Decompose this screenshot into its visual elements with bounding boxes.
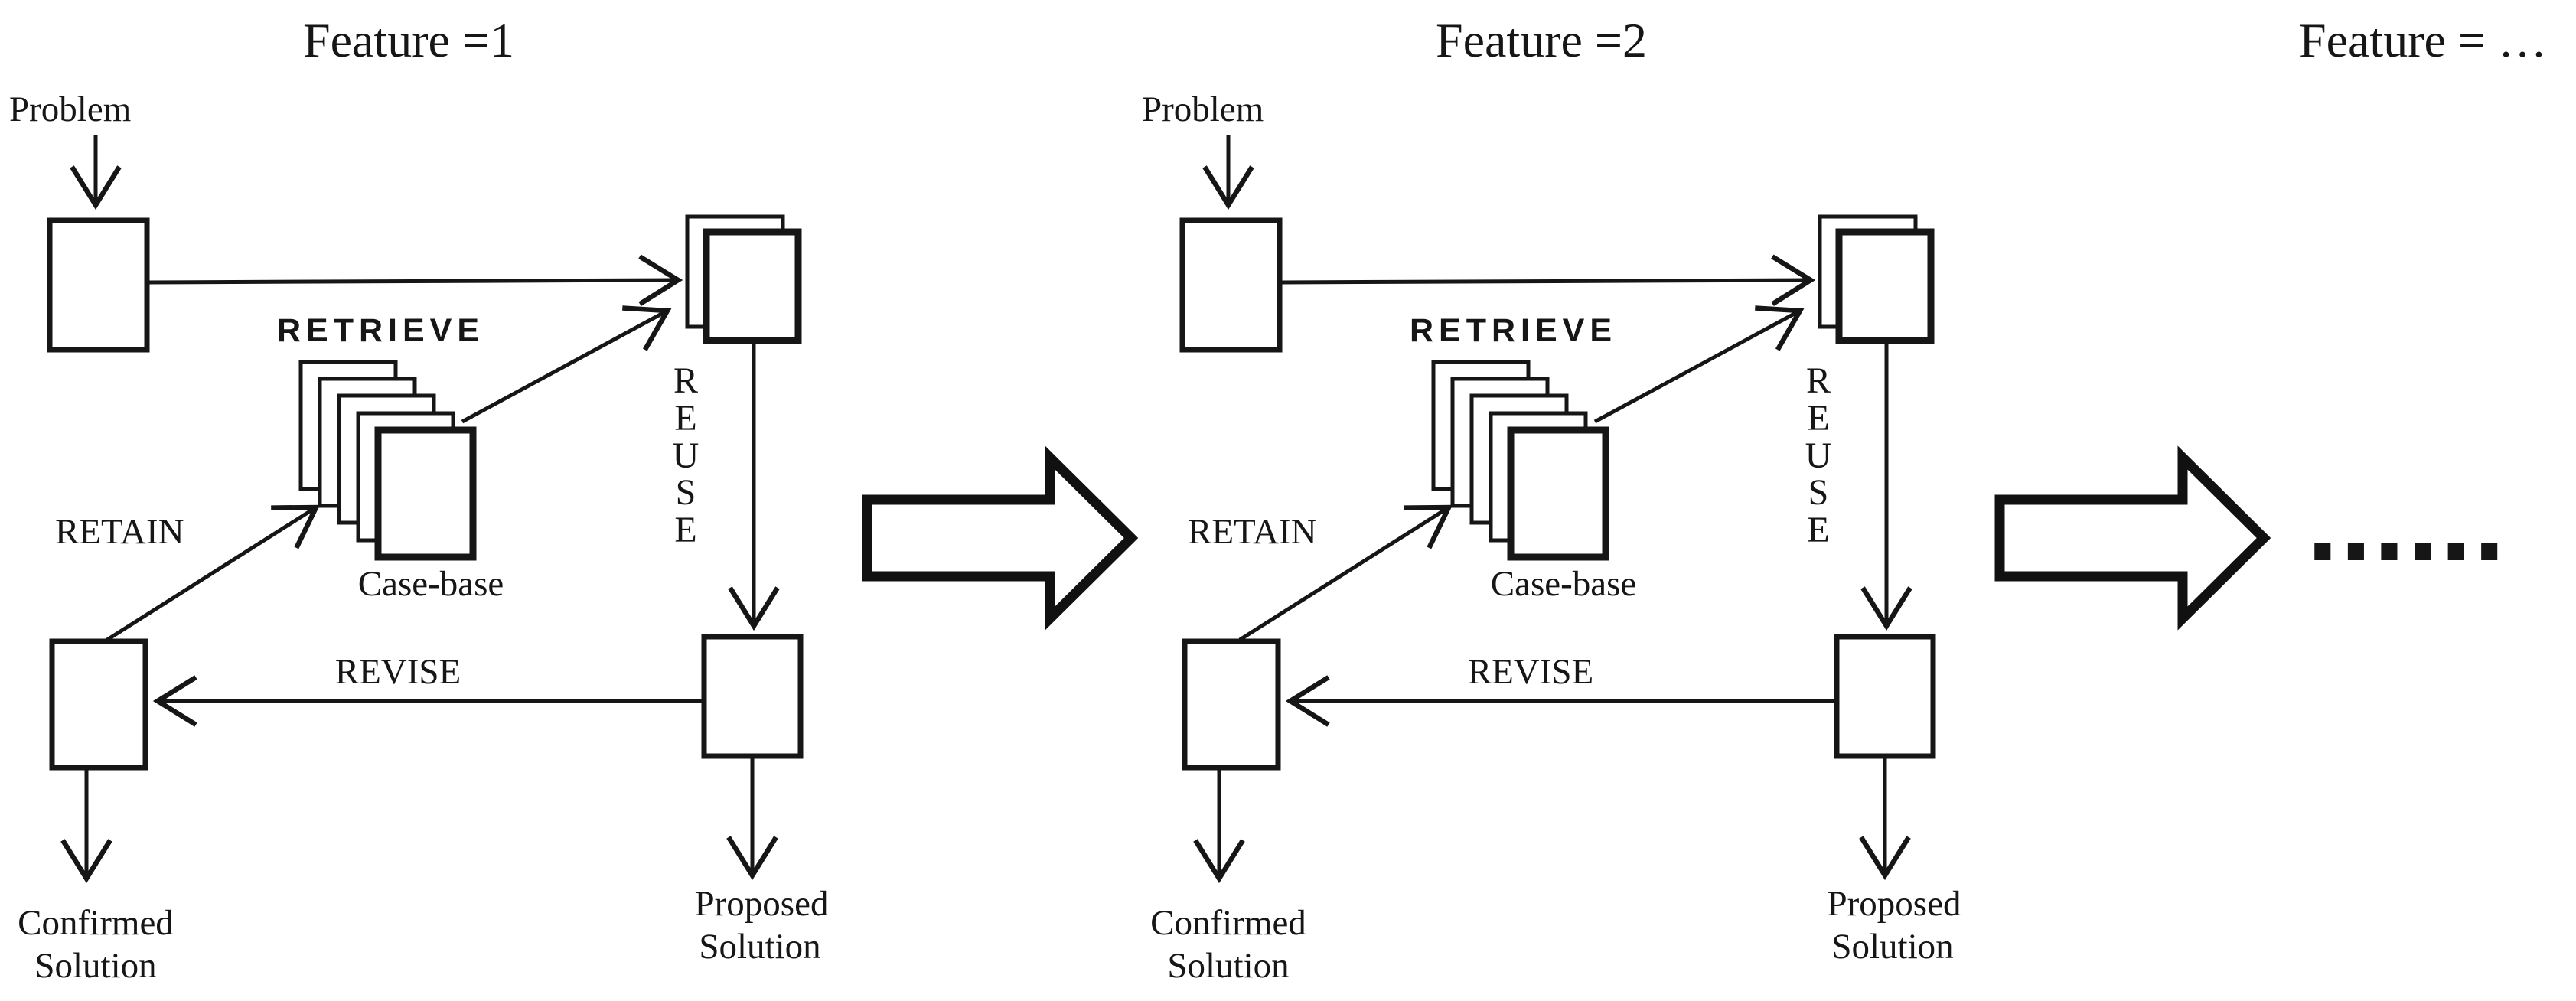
svg-text:R: R xyxy=(1806,360,1831,401)
revise-label: REVISE xyxy=(335,652,461,692)
case-base-stack-icon xyxy=(1431,360,1609,561)
cycle-title: Feature =2 xyxy=(1436,13,1647,67)
retrieve-label: RETRIEVE xyxy=(1410,312,1617,349)
retrieved-page-front xyxy=(1835,228,1935,344)
cbr-cycle-2: Feature =2 Problem RETRIEVE Case-base R … xyxy=(1142,13,1961,986)
svg-text:E: E xyxy=(674,398,696,439)
cbr-cycle-1: Feature =1 Problem RETRIEVE Case-base R … xyxy=(9,13,828,986)
problem-label: Problem xyxy=(9,90,131,129)
continuation-title: Feature = … xyxy=(2299,13,2547,67)
confirmed-label-line2: Solution xyxy=(34,946,156,986)
retrieved-page-front xyxy=(703,228,802,344)
proposed-label-line2: Solution xyxy=(699,927,820,967)
confirmed-solution-box xyxy=(49,638,148,771)
svg-text:E: E xyxy=(1807,510,1829,550)
retain-label: RETAIN xyxy=(1188,512,1317,552)
svg-text:U: U xyxy=(673,435,699,476)
case-base-label: Case-base xyxy=(358,564,504,604)
svg-text:U: U xyxy=(1805,435,1832,476)
proposed-solution-box xyxy=(1834,634,1936,759)
retain-label: RETAIN xyxy=(55,512,184,552)
retain-arrow xyxy=(1238,504,1453,642)
next-feature-block-arrow-icon xyxy=(862,445,1139,631)
continuation-dots: ...... xyxy=(2305,476,2506,582)
svg-text:E: E xyxy=(674,510,696,550)
proposed-label-line1: Proposed xyxy=(1828,884,1961,924)
svg-text:S: S xyxy=(1808,472,1829,513)
retrieve-arrow xyxy=(147,254,683,306)
cycle-title: Feature =1 xyxy=(303,13,514,67)
retrieved-case-stack-icon xyxy=(1818,214,1935,344)
retrieve-label: RETRIEVE xyxy=(277,312,484,349)
case-page-front xyxy=(374,426,477,561)
retrieve-diagonal-arrow xyxy=(461,305,672,424)
problem-box xyxy=(1179,217,1283,353)
svg-text:S: S xyxy=(676,472,696,513)
reuse-label: R E U S E xyxy=(673,360,699,550)
reuse-label: R E U S E xyxy=(1805,360,1832,550)
retain-arrow xyxy=(106,504,321,642)
case-base-label: Case-base xyxy=(1491,564,1637,604)
retrieved-case-stack-icon xyxy=(685,214,802,344)
confirmed-label-line1: Confirmed xyxy=(1150,903,1306,943)
problem-box xyxy=(47,217,150,353)
proposed-solution-box xyxy=(701,634,804,759)
revise-label: REVISE xyxy=(1468,652,1594,692)
case-base-stack-icon xyxy=(298,360,477,561)
case-page-front xyxy=(1507,426,1609,561)
next-feature-block-arrow-icon xyxy=(1994,445,2271,631)
retrieve-diagonal-arrow xyxy=(1593,305,1805,424)
confirmed-label-line1: Confirmed xyxy=(18,903,174,943)
proposed-label-line2: Solution xyxy=(1831,927,1953,967)
svg-text:R: R xyxy=(673,360,698,401)
retrieve-arrow xyxy=(1280,254,1816,306)
proposed-label-line1: Proposed xyxy=(695,884,829,924)
problem-label: Problem xyxy=(1142,90,1264,129)
confirmed-solution-box xyxy=(1182,638,1281,771)
svg-text:E: E xyxy=(1807,398,1829,439)
confirmed-label-line2: Solution xyxy=(1167,946,1289,986)
